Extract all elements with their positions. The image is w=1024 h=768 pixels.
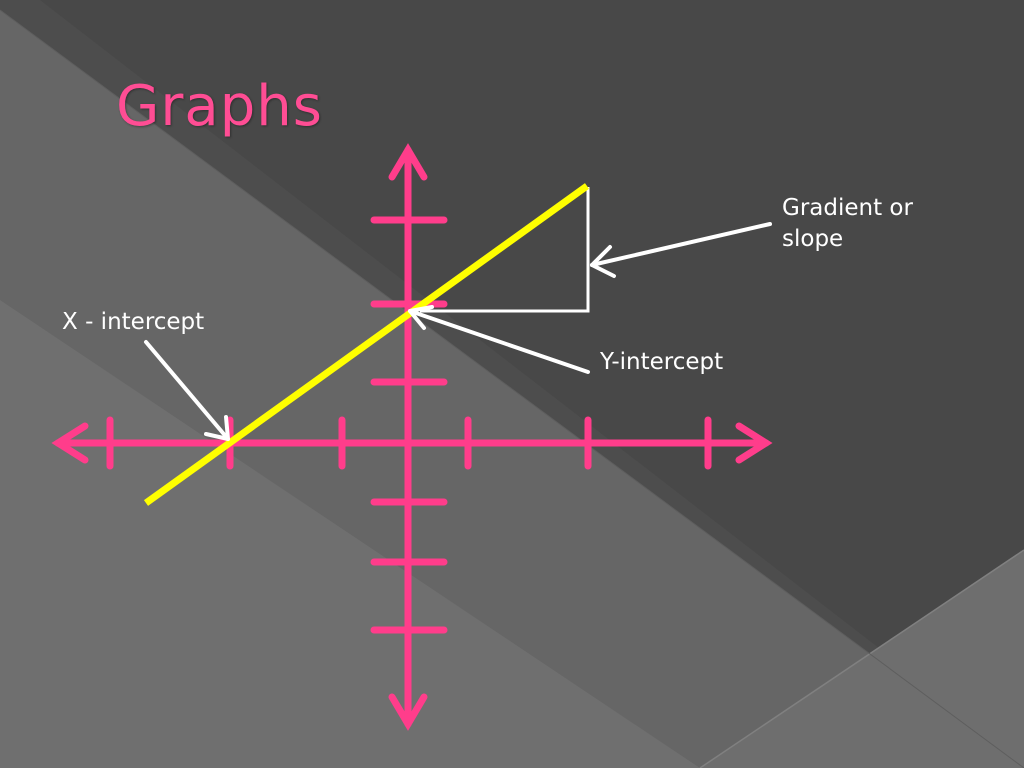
- slide-title: Graphs: [116, 74, 323, 139]
- y-axis-bottom-arrowhead: [388, 693, 428, 731]
- annotation-arrows: [144, 222, 772, 441]
- gradient-label-line1: Gradient or: [782, 195, 913, 221]
- gradient-label: Gradient or slope: [782, 193, 913, 255]
- x-axis-left-arrowhead: [51, 422, 89, 464]
- y-intercept-label: Y-intercept: [600, 349, 724, 375]
- y-axis-top-arrowhead: [388, 143, 428, 181]
- x-intercept-arrow: [144, 340, 230, 441]
- y-intercept-arrowhead: [408, 305, 434, 330]
- gradient-label-line2: slope: [782, 226, 844, 252]
- axes: [51, 143, 773, 731]
- graph-line: [143, 183, 590, 506]
- slope-triangle: [420, 187, 590, 313]
- gradient-arrowhead: [590, 245, 616, 278]
- gradient-arrow: [590, 222, 772, 267]
- x-intercept-label: X - intercept: [62, 309, 205, 335]
- x-intercept-arrowhead: [204, 415, 230, 441]
- x-axis-right-arrowhead: [735, 422, 773, 464]
- y-intercept-arrow: [408, 309, 590, 374]
